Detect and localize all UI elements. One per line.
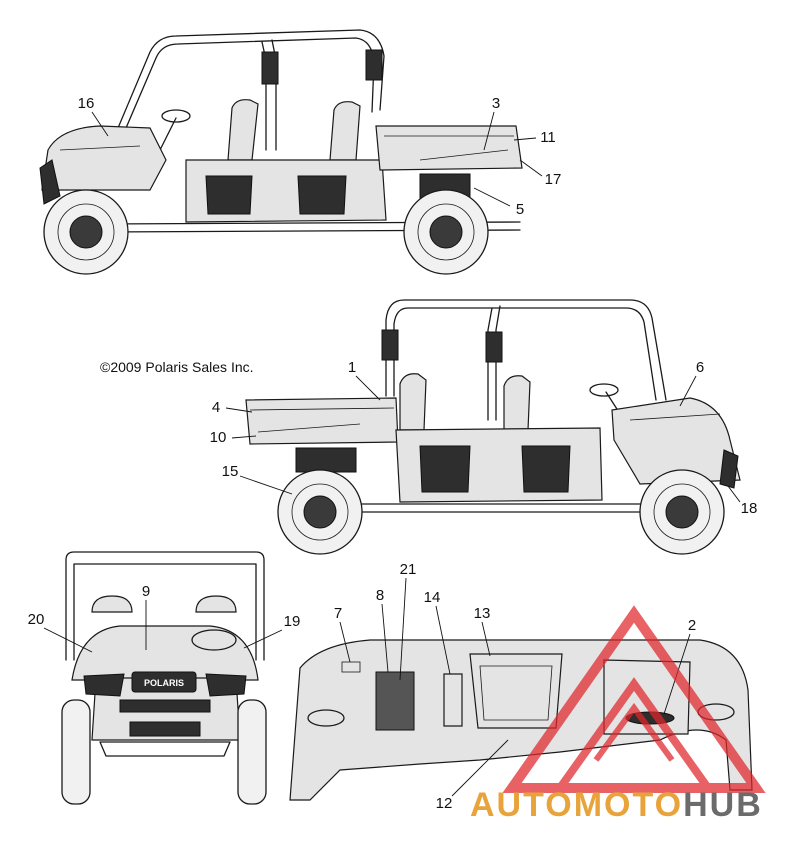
callout-8: 8 [376, 587, 384, 604]
watermark-logo [502, 605, 766, 793]
watermark-text-part1: AUTO [470, 786, 574, 824]
watermark-text-part3: HUB [683, 786, 763, 824]
watermark-text: AUTOMOTOHUB [470, 786, 763, 824]
callout-14: 14 [424, 589, 441, 606]
callout-18: 18 [741, 500, 758, 517]
callout-5: 5 [516, 201, 524, 218]
dashboard-view [289, 639, 753, 801]
callouts: 16 3 11 17 5 ©2009 Polaris Sales Inc. 1 … [28, 95, 758, 812]
callout-17: 17 [545, 171, 562, 188]
callout-13: 13 [474, 605, 491, 622]
callout-7: 7 [334, 605, 342, 622]
callout-21: 21 [400, 561, 417, 578]
vehicle-front-view: POLARIS [61, 551, 267, 805]
watermark-text-part2: MOTO [574, 786, 683, 824]
callout-6: 6 [696, 359, 704, 376]
callout-12: 12 [436, 795, 453, 812]
vehicle-side-view-right [245, 299, 741, 555]
copyright-text: ©2009 Polaris Sales Inc. [100, 359, 254, 375]
callout-3: 3 [492, 95, 500, 112]
callout-9: 9 [142, 583, 150, 600]
callout-16: 16 [78, 95, 95, 112]
watermark: AUTOMOTOHUB [470, 605, 766, 824]
callout-10: 10 [210, 429, 227, 446]
callout-15: 15 [222, 463, 239, 480]
callout-2: 2 [688, 617, 696, 634]
callout-11: 11 [540, 129, 556, 146]
grille-brand-text: POLARIS [144, 678, 184, 688]
vehicle-side-view-left [39, 29, 523, 275]
callout-1: 1 [348, 359, 356, 376]
callout-20: 20 [28, 611, 45, 628]
callout-4: 4 [212, 399, 220, 416]
callout-19: 19 [284, 613, 301, 630]
